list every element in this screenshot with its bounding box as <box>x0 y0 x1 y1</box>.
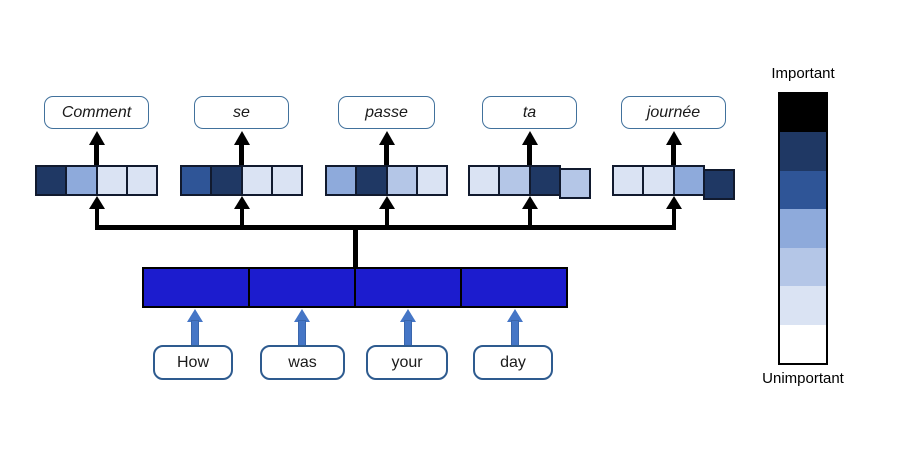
target-word-label: se <box>233 103 250 121</box>
target-word-label: journée <box>646 103 701 121</box>
source-word-box-day: day <box>473 345 553 380</box>
attention-cell <box>612 165 645 196</box>
attention-cell <box>210 165 243 196</box>
target-word-box-ta: ta <box>482 96 577 129</box>
attention-cell <box>125 165 158 196</box>
source-word-label: day <box>500 353 526 371</box>
attention-cell <box>270 165 303 196</box>
target-word-box-se: se <box>194 96 289 129</box>
target-word-label: Comment <box>61 103 132 121</box>
target-word-label: passe <box>365 103 408 121</box>
attention-cell <box>558 168 591 199</box>
attention-strip-passe <box>325 165 448 196</box>
attention-cell <box>355 165 388 196</box>
attention-strip-journee <box>612 165 735 200</box>
source-word-label: How <box>176 353 209 371</box>
fanout-horizontal-line <box>94 225 676 230</box>
legend-segment <box>780 286 826 325</box>
encoder-segment <box>250 269 356 306</box>
attention-cell <box>672 165 705 196</box>
attention-cell <box>325 165 358 196</box>
attention-cell <box>385 165 418 196</box>
attention-cell <box>702 169 735 200</box>
source-word-box-your: your <box>366 345 448 380</box>
attention-cell <box>95 165 128 196</box>
legend-segment <box>780 324 826 363</box>
encoder-segment <box>144 269 250 306</box>
attention-cell <box>642 165 675 196</box>
attention-strip-ta <box>468 165 591 199</box>
attention-cell <box>528 165 561 196</box>
target-word-box-journee: journée <box>621 96 726 129</box>
attention-cell <box>65 165 98 196</box>
attention-cell <box>180 165 213 196</box>
target-word-box-passe: passe <box>338 96 435 129</box>
target-word-box-comment: Comment <box>44 96 149 129</box>
attention-cell <box>35 165 68 196</box>
legend-segment <box>780 170 826 210</box>
attention-cell <box>498 165 531 196</box>
legend-bottom-label: Unimportant <box>762 370 844 387</box>
encoder-block <box>142 267 568 308</box>
target-word-label: ta <box>522 103 537 121</box>
attention-strip-se <box>180 165 303 196</box>
legend-segment <box>780 209 826 248</box>
encoder-segment <box>356 269 462 306</box>
attention-strip-comment <box>35 165 158 196</box>
attention-cell <box>468 165 501 196</box>
legend-color-scale <box>778 92 828 365</box>
source-word-label: your <box>391 353 423 371</box>
attention-cell <box>415 165 448 196</box>
source-word-box-how: How <box>153 345 233 380</box>
fanout-trunk-line <box>352 227 358 268</box>
attention-cell <box>240 165 273 196</box>
legend-segment <box>780 132 826 171</box>
source-word-label: was <box>288 353 317 371</box>
legend-segment <box>780 94 826 133</box>
legend-segment <box>780 247 826 287</box>
encoder-segment <box>462 269 566 306</box>
legend-top-label: Important <box>771 65 835 82</box>
source-word-box-was: was <box>260 345 345 380</box>
